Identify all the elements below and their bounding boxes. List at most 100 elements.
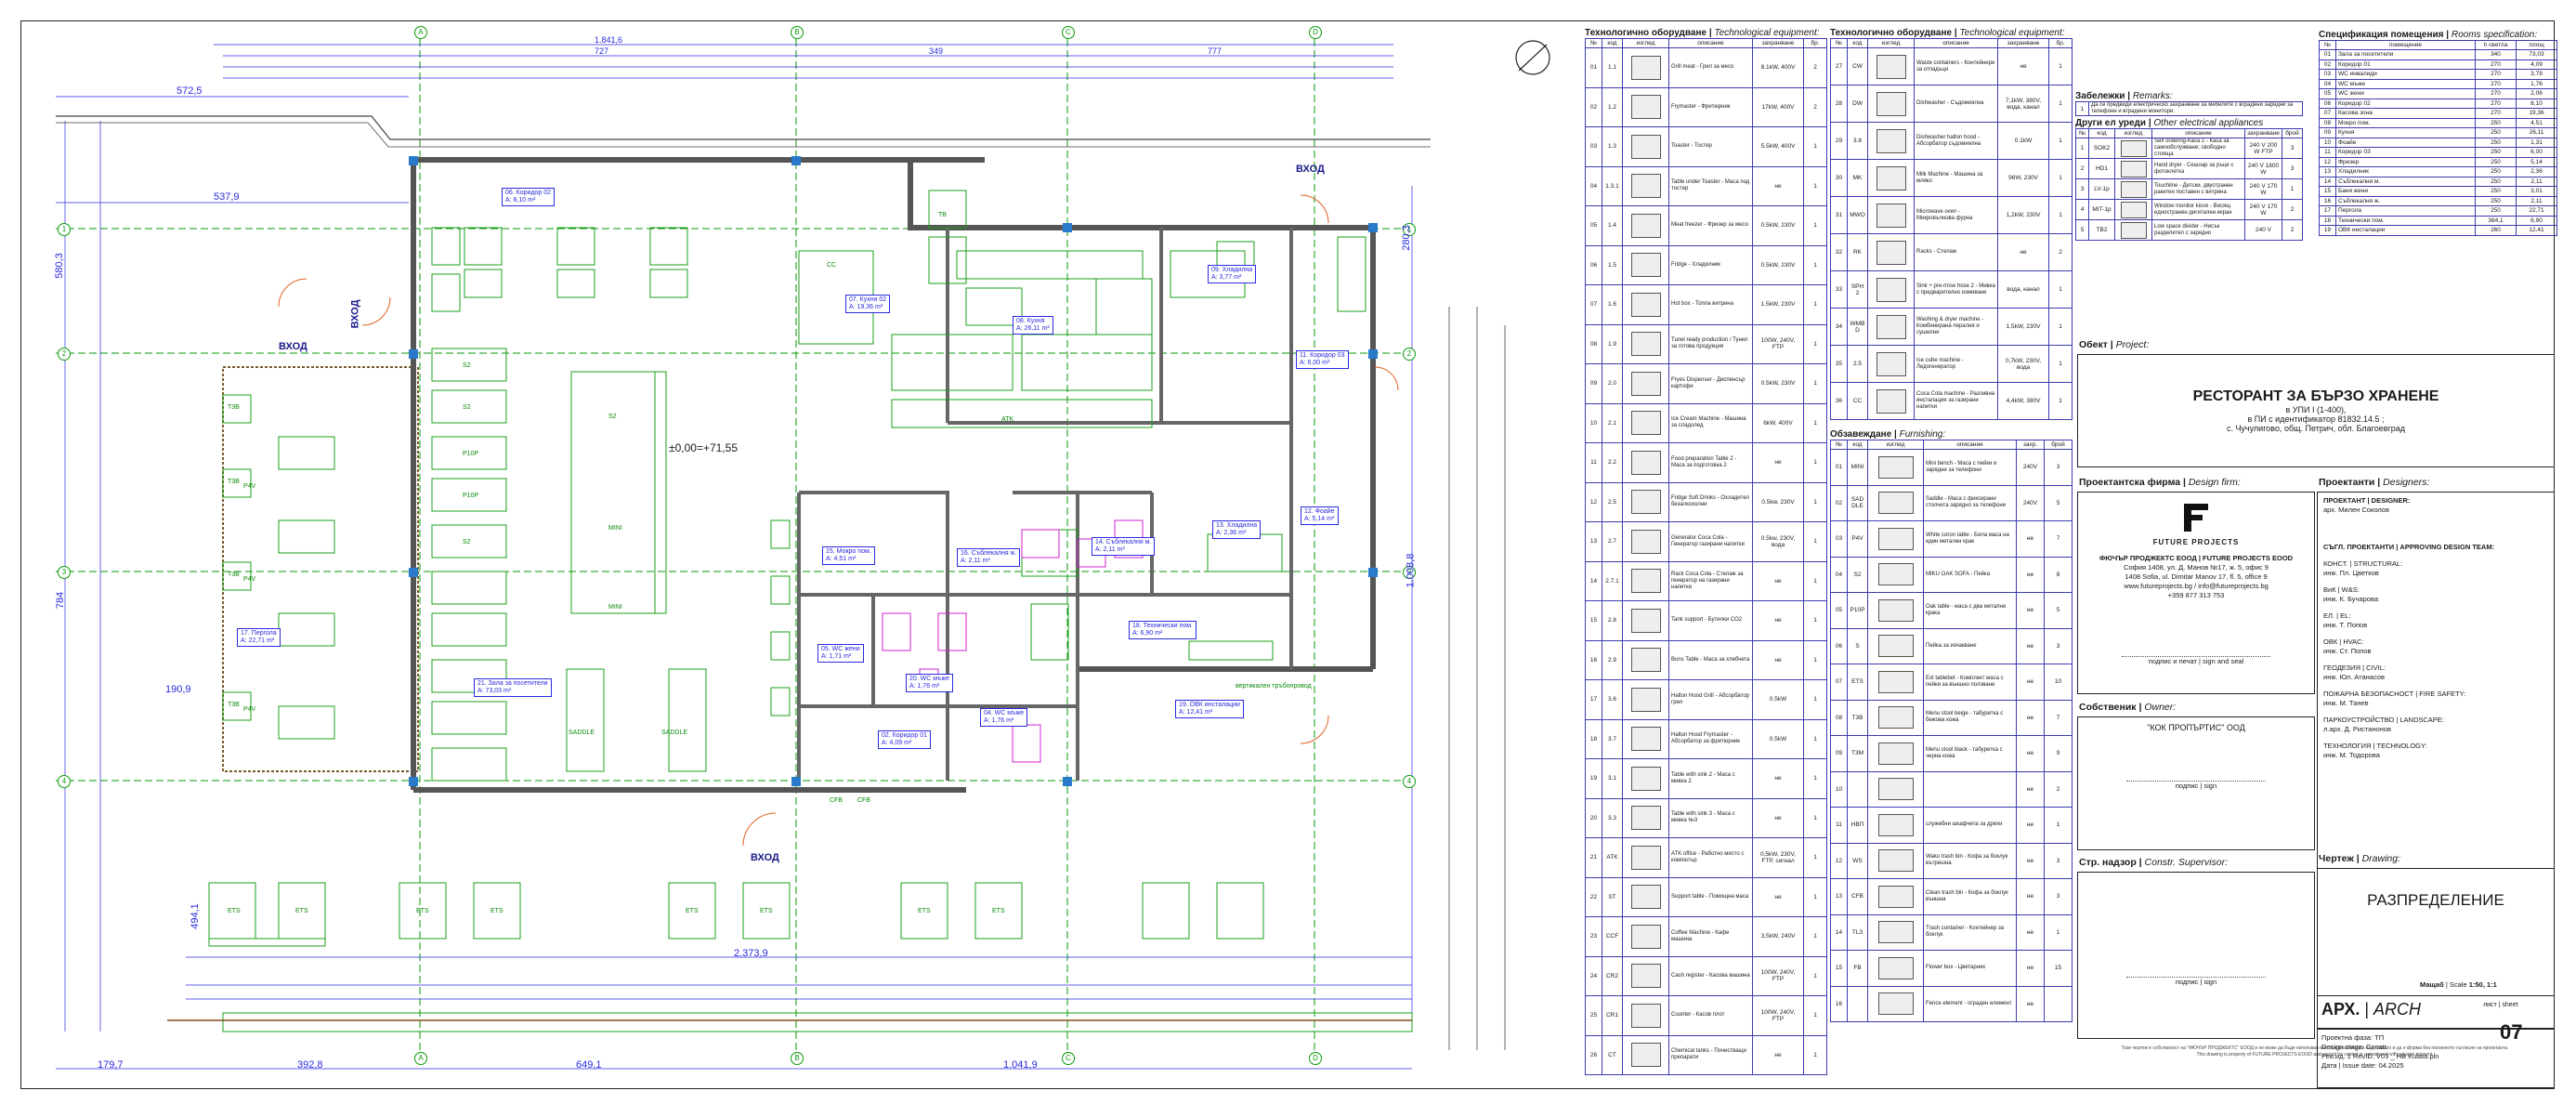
axis-marker: 3 [58,566,71,579]
table-cell: не [2016,735,2045,772]
dimension-label: 1.841,6 [595,35,623,45]
table-cell: Технически пом. [2335,215,2476,226]
equipment-thumbnail [1622,521,1669,562]
equipment-thumbnail [1867,159,1915,197]
table-cell: Фоайе [2335,137,2476,148]
owner-box: "КОК ПРОПЪРТИС" ООД подпис | sign [2077,716,2315,850]
equipment-label: MINI [608,604,622,611]
table-cell: CR1 [1602,995,1623,1036]
equipment-label: SADDLE [661,729,688,736]
table-cell: 12 [1830,842,1848,879]
equipment-label: T3B [228,702,240,708]
table-cell: 250 [2475,176,2517,187]
designer-line: инж. Т. Попов [2323,621,2368,629]
axis-marker: 1 [1403,223,1416,236]
table-cell: 19,36 [2516,108,2557,119]
table-cell: Oak table - маса с два метални крака [1923,592,2017,629]
table-cell: WS [1847,842,1868,879]
table-cell: 04 [1830,556,1848,593]
table-cell: Съблекалня м. [2335,176,2476,187]
table-cell: Hand dryer - Сешоар за ръце с фотоклетка [2151,158,2245,179]
table-cell: Dishwasher - Съдомиялна [1914,85,1998,123]
table-cell: 3 [2044,627,2073,664]
table-cell: 14 [1830,913,1848,951]
table-cell: Touchline - Детски, двустранен ракетен п… [2151,178,2245,200]
table-cell: 3 [2075,178,2089,200]
table-cell: 260 [2475,225,2517,236]
equipment-thumbnail [2114,158,2152,179]
table-cell: 1 [1803,1034,1827,1075]
table-cell: Racks - Стелаж [1914,233,1998,271]
table-cell: Hot box - Топла витрина [1668,284,1753,325]
drawing-title: РАЗПРЕДЕЛЕНИЕ [2367,891,2504,909]
table-cell: 2.9 [1602,639,1623,680]
table-cell: ST [1602,876,1623,917]
floor-plan [56,28,1550,1070]
table-cell: 06 [1830,627,1848,664]
equipment-thumbnail [1867,484,1924,521]
equipment-thumbnail [1622,560,1669,601]
equipment-thumbnail [1622,244,1669,285]
equipment-thumbnail [1867,85,1915,123]
table-cell: 2 [1803,86,1827,127]
table-cell: 3 [2282,138,2303,159]
table-cell: WC инвалиди [2335,69,2476,80]
table-cell: 6kW, 400V [1752,402,1804,443]
dimension-label: 190,9 [165,684,191,695]
table-cell: 07 [1585,284,1602,325]
equipment-label: CFB [830,797,843,804]
table-cell: 0,7kW, 230V, вода [1997,345,2049,383]
table-cell: Milk Machine - Машина за мляко [1914,159,1998,197]
table-cell: 09 [1830,735,1848,772]
table-cell: Fence element - ограден елемент [1923,985,2017,1022]
axis-marker: A [414,26,427,39]
table-cell: Washing & dryer machine - Комбинирана пе… [1914,308,1998,346]
table-cell: 100W, 240V, FTP [1752,995,1804,1036]
table-cell: 340 [2475,49,2517,60]
table-cell: 5 [2044,484,2073,521]
table-cell: Window monitor kiosk - Висящ едностранен… [2151,199,2245,220]
table-cell: Grill meat - Грил за месо [1668,47,1753,88]
dimension-label: 777 [1208,46,1223,56]
table-cell: 17 [2319,205,2336,217]
table-cell: 01 [2319,49,2336,60]
axis-marker: B [791,1052,804,1065]
table-cell: 29 [1830,122,1848,160]
table-cell: 12,41 [2516,225,2557,236]
table-cell: 12 [1585,481,1602,522]
table-cell: 0.5kW, 230V [1752,363,1804,404]
dimension-label: 392,8 [297,1059,323,1071]
table-cell: MIT-1p [2088,199,2115,220]
table-cell: 1,5kW, 230V [1997,308,2049,346]
table-cell: не [1997,47,2049,85]
table-cell: 01 [1830,449,1848,486]
equipment-thumbnail [1622,1034,1669,1075]
table-cell: не [2016,664,2045,701]
table-cell: RK [1847,233,1868,271]
table-cell: 1 [2048,159,2073,197]
axis-marker: 3 [1403,566,1416,579]
table-cell: 01 [1585,47,1602,88]
table-cell: 1 [1803,758,1827,799]
table-cell: Mini bench - Маса с пейки и зарядни за т… [1923,449,2017,486]
table-cell: 14 [2319,176,2336,187]
table-cell: Trash container - Контейнер за боклук [1923,913,2017,951]
equipment-label: TB [938,212,947,218]
table-cell: 1 [1803,284,1827,325]
table-cell: не [2016,807,2045,844]
table-cell: 04 [2319,78,2336,89]
axis-marker: 2 [58,348,71,361]
tech-equipment-table-1: Технологично оборудване | Technological … [1585,28,1827,1075]
table-cell: 1 [2048,47,2073,85]
table-cell: 11 [1830,807,1848,844]
